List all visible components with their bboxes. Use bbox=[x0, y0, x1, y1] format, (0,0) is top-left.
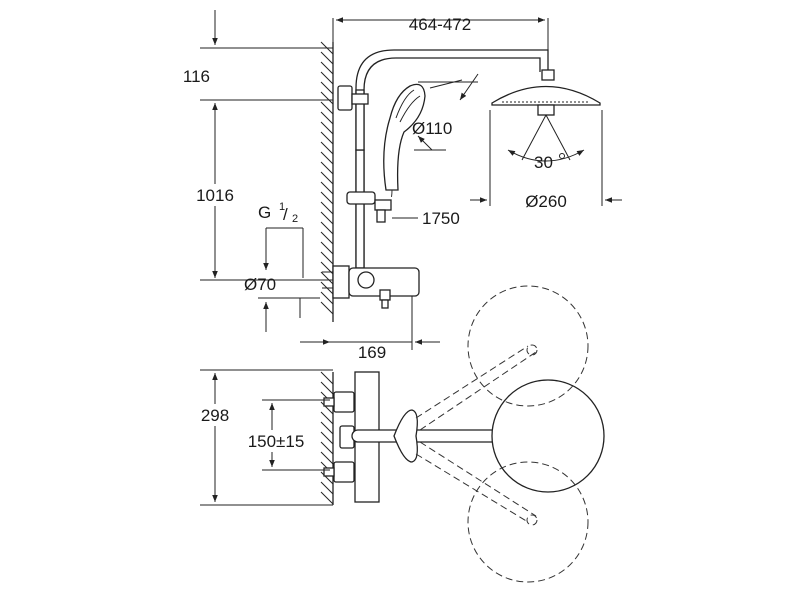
hatch-line bbox=[320, 411, 334, 425]
hatch-line bbox=[320, 291, 334, 305]
hatch-line bbox=[320, 211, 334, 225]
dim-inlet-spacing-label: 150±15 bbox=[248, 432, 305, 451]
dim-slide-height: 1016 bbox=[186, 103, 333, 281]
dim-inlet-spacing: 150±15 bbox=[236, 399, 330, 471]
thread-label: G 1 / 2 bbox=[258, 201, 304, 278]
hatch-line bbox=[320, 151, 334, 165]
hatch-line bbox=[320, 241, 334, 255]
dim-spray-angle: 30 bbox=[507, 114, 585, 172]
hatch-line bbox=[320, 51, 334, 65]
dim-arm-offset-label: 116 bbox=[183, 67, 210, 86]
hatch-line bbox=[320, 381, 334, 395]
dim-projection: 169 bbox=[300, 296, 440, 362]
wall-front-hatching bbox=[320, 41, 334, 315]
hatch-line bbox=[320, 421, 334, 435]
hatch-line bbox=[320, 221, 334, 235]
hatch-line bbox=[320, 81, 334, 95]
dim-projection-label: 169 bbox=[358, 343, 386, 362]
dim-width: 464-472 bbox=[332, 15, 549, 50]
dim-hand-shower: Ø110 bbox=[412, 73, 479, 151]
dim-arm-offset: 116 bbox=[183, 10, 333, 101]
dim-width-label: 464-472 bbox=[409, 15, 471, 34]
hatch-line bbox=[320, 251, 334, 265]
hatch-line bbox=[320, 201, 334, 215]
hatch-line bbox=[320, 431, 334, 445]
hatch-line bbox=[320, 121, 334, 135]
dim-depth-label: 298 bbox=[201, 406, 229, 425]
dim-escutcheon-label: Ø70 bbox=[244, 275, 276, 294]
hatch-line bbox=[320, 231, 334, 245]
hatch-line bbox=[320, 371, 334, 385]
dim-depth: 298 bbox=[190, 369, 333, 506]
hatch-line bbox=[320, 91, 334, 105]
dim-spray-angle-label: 30 bbox=[534, 153, 553, 172]
hatch-line bbox=[320, 71, 334, 85]
hatch-line bbox=[320, 111, 334, 125]
wall-side bbox=[320, 371, 334, 505]
hatch-line bbox=[320, 61, 334, 75]
hatch-line bbox=[320, 471, 334, 485]
dim-head-shower: Ø260 bbox=[470, 110, 622, 211]
hatch-line bbox=[320, 491, 334, 505]
thread-label-main: G bbox=[258, 203, 271, 222]
head-shower bbox=[491, 69, 601, 116]
thread-label-num: 1 bbox=[279, 201, 285, 213]
wall-side-hatching bbox=[320, 371, 334, 505]
dim-slide-height-label: 1016 bbox=[196, 186, 234, 205]
hatch-line bbox=[320, 271, 334, 285]
thermostat-mixer bbox=[322, 265, 420, 309]
wall-bracket-top bbox=[337, 85, 369, 111]
hatch-line bbox=[320, 401, 334, 415]
dim-total-height-label: 1750 bbox=[422, 209, 460, 228]
swivel-positions bbox=[415, 285, 589, 583]
head-shower-top-view bbox=[491, 379, 605, 493]
slide-holder bbox=[346, 191, 392, 223]
hatch-line bbox=[320, 131, 334, 145]
dim-head-shower-label: Ø260 bbox=[525, 192, 567, 211]
hatch-line bbox=[320, 481, 334, 495]
svg-text:/: / bbox=[283, 205, 288, 224]
dim-hand-shower-label: Ø110 bbox=[412, 119, 452, 138]
hatch-line bbox=[320, 141, 334, 155]
hatch-line bbox=[320, 441, 334, 455]
hatch-line bbox=[320, 101, 334, 115]
hand-shower bbox=[383, 83, 426, 191]
hatch-line bbox=[320, 301, 334, 315]
dim-total-height: 1750 bbox=[392, 209, 460, 228]
thread-label-den: 2 bbox=[292, 213, 298, 225]
hatch-line bbox=[320, 181, 334, 195]
hatch-line bbox=[320, 191, 334, 205]
hatch-line bbox=[320, 171, 334, 185]
hatch-line bbox=[320, 161, 334, 175]
dim-escutcheon: Ø70 bbox=[244, 275, 320, 332]
hatch-line bbox=[320, 451, 334, 465]
